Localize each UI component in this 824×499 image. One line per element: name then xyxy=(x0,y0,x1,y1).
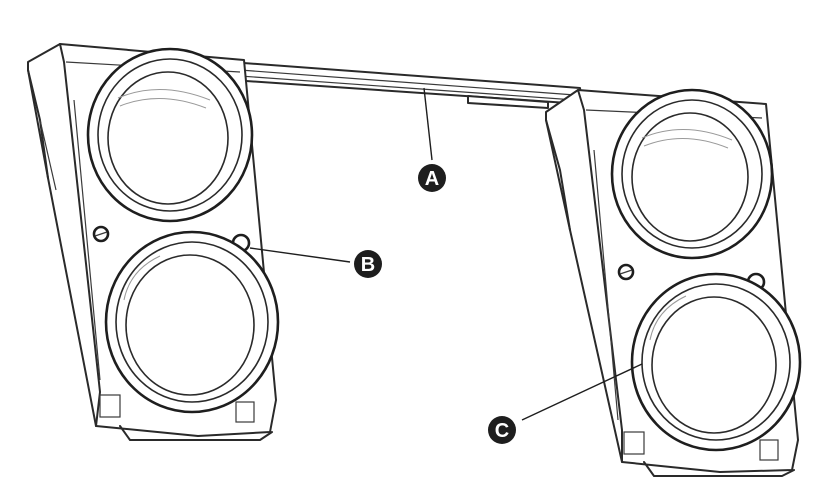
leader-c xyxy=(521,363,643,421)
right-upper-port xyxy=(610,88,774,260)
leader-a xyxy=(423,87,433,161)
left-lower-port xyxy=(104,230,280,414)
callout-a-label: A xyxy=(425,168,439,190)
right-lower-port xyxy=(630,272,802,452)
callout-b-label: B xyxy=(361,254,375,276)
callout-c: C xyxy=(488,416,516,444)
callout-b: B xyxy=(354,250,382,278)
left-bracket xyxy=(27,43,280,441)
callout-c-label: C xyxy=(495,420,509,442)
right-bracket xyxy=(545,88,802,477)
left-upper-port xyxy=(86,47,254,223)
callout-a: A xyxy=(418,164,446,192)
leader-b xyxy=(249,247,351,263)
connecting-rail xyxy=(229,61,583,109)
